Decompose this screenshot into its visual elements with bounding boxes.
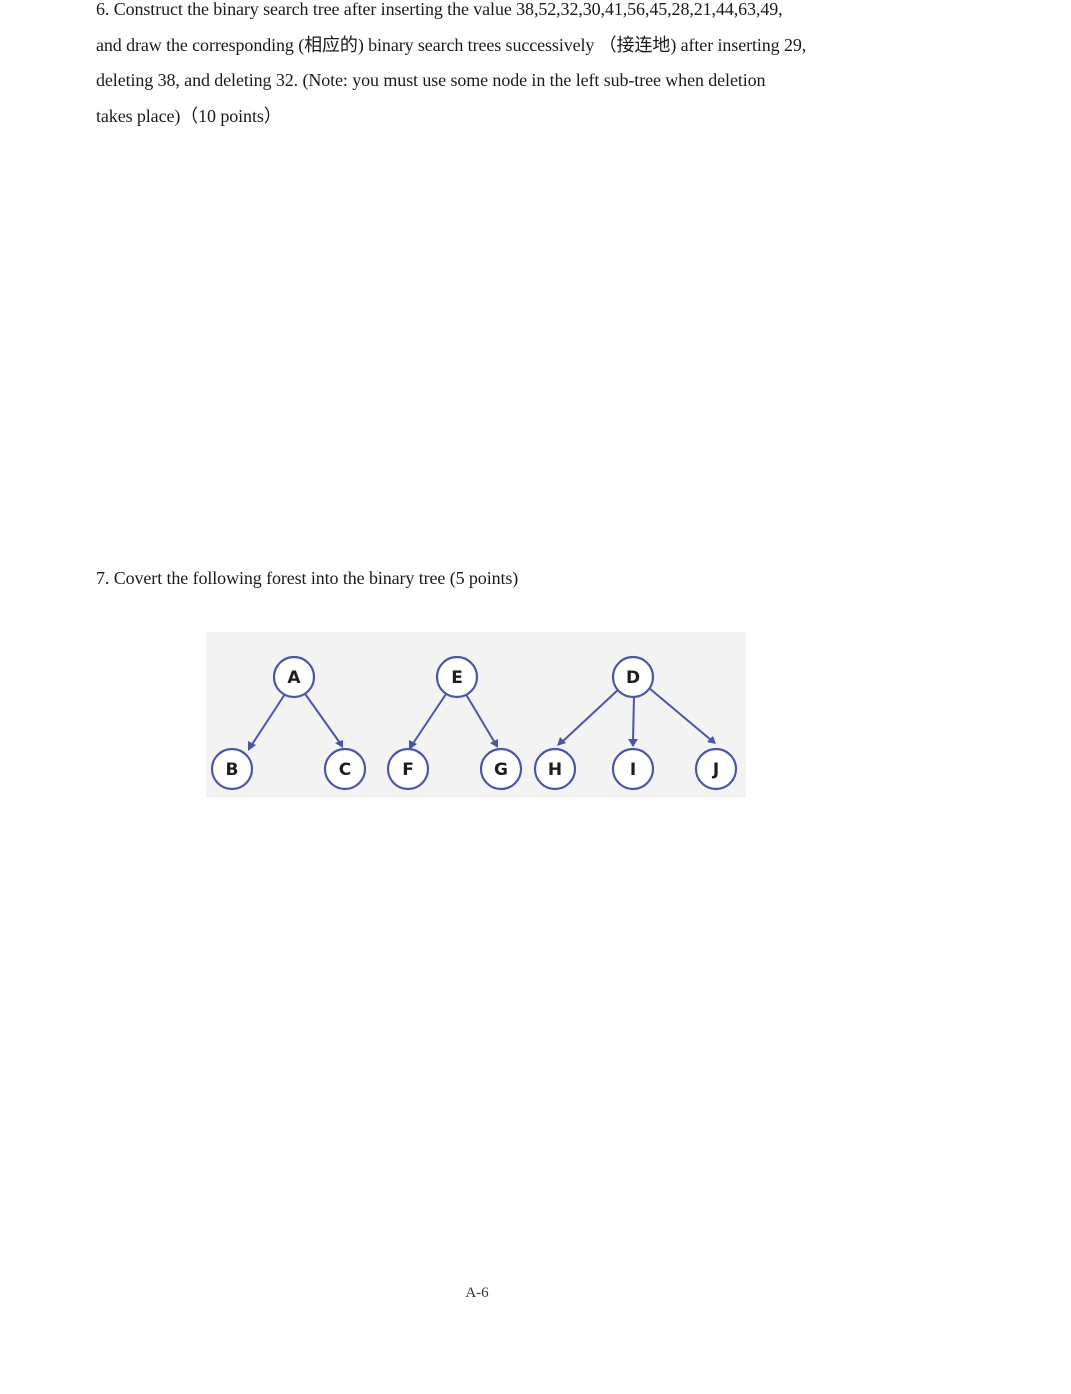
node-g: G xyxy=(479,747,523,791)
node-i: I xyxy=(611,747,655,791)
forest-figure: A B C E F G D H xyxy=(206,632,746,798)
node-i-label: I xyxy=(630,760,636,780)
edge-a-b xyxy=(248,690,288,751)
question-6-line-4: takes place)（10 points） xyxy=(96,105,282,126)
question-6-line-1: 6. Construct the binary search tree afte… xyxy=(96,0,783,19)
forest-diagram: A B C E F G D H xyxy=(210,655,738,791)
edge-a-c xyxy=(302,690,343,748)
question-6-line-2: and draw the corresponding (相应的) binary … xyxy=(96,34,807,55)
node-b: B xyxy=(210,747,254,791)
node-d: D xyxy=(611,655,655,699)
node-e-label: E xyxy=(451,668,463,688)
node-j-label: J xyxy=(712,760,719,780)
edge-d-j xyxy=(648,687,716,744)
question-7: 7. Covert the following forest into the … xyxy=(96,568,519,588)
node-g-label: G xyxy=(494,760,508,780)
question-6: 6. Construct the binary search tree afte… xyxy=(96,0,896,138)
node-f: F xyxy=(386,747,430,791)
node-b-label: B xyxy=(226,760,239,780)
node-a-label: A xyxy=(287,668,301,688)
node-a: A xyxy=(272,655,316,699)
node-c-label: C xyxy=(339,760,351,780)
edge-d-h xyxy=(557,687,621,746)
page-number: A-6 xyxy=(465,1285,489,1301)
node-e: E xyxy=(435,655,479,699)
node-d-label: D xyxy=(626,668,640,688)
node-h: H xyxy=(533,747,577,791)
edge-e-g xyxy=(463,690,498,748)
node-c: C xyxy=(323,747,367,791)
question-6-line-3: deleting 38, and deleting 32. (Note: you… xyxy=(96,70,766,90)
node-f-label: F xyxy=(402,760,414,780)
edge-e-f xyxy=(409,690,449,750)
node-j: J xyxy=(694,747,738,791)
edge-d-i xyxy=(628,695,638,747)
node-h-label: H xyxy=(548,760,562,780)
